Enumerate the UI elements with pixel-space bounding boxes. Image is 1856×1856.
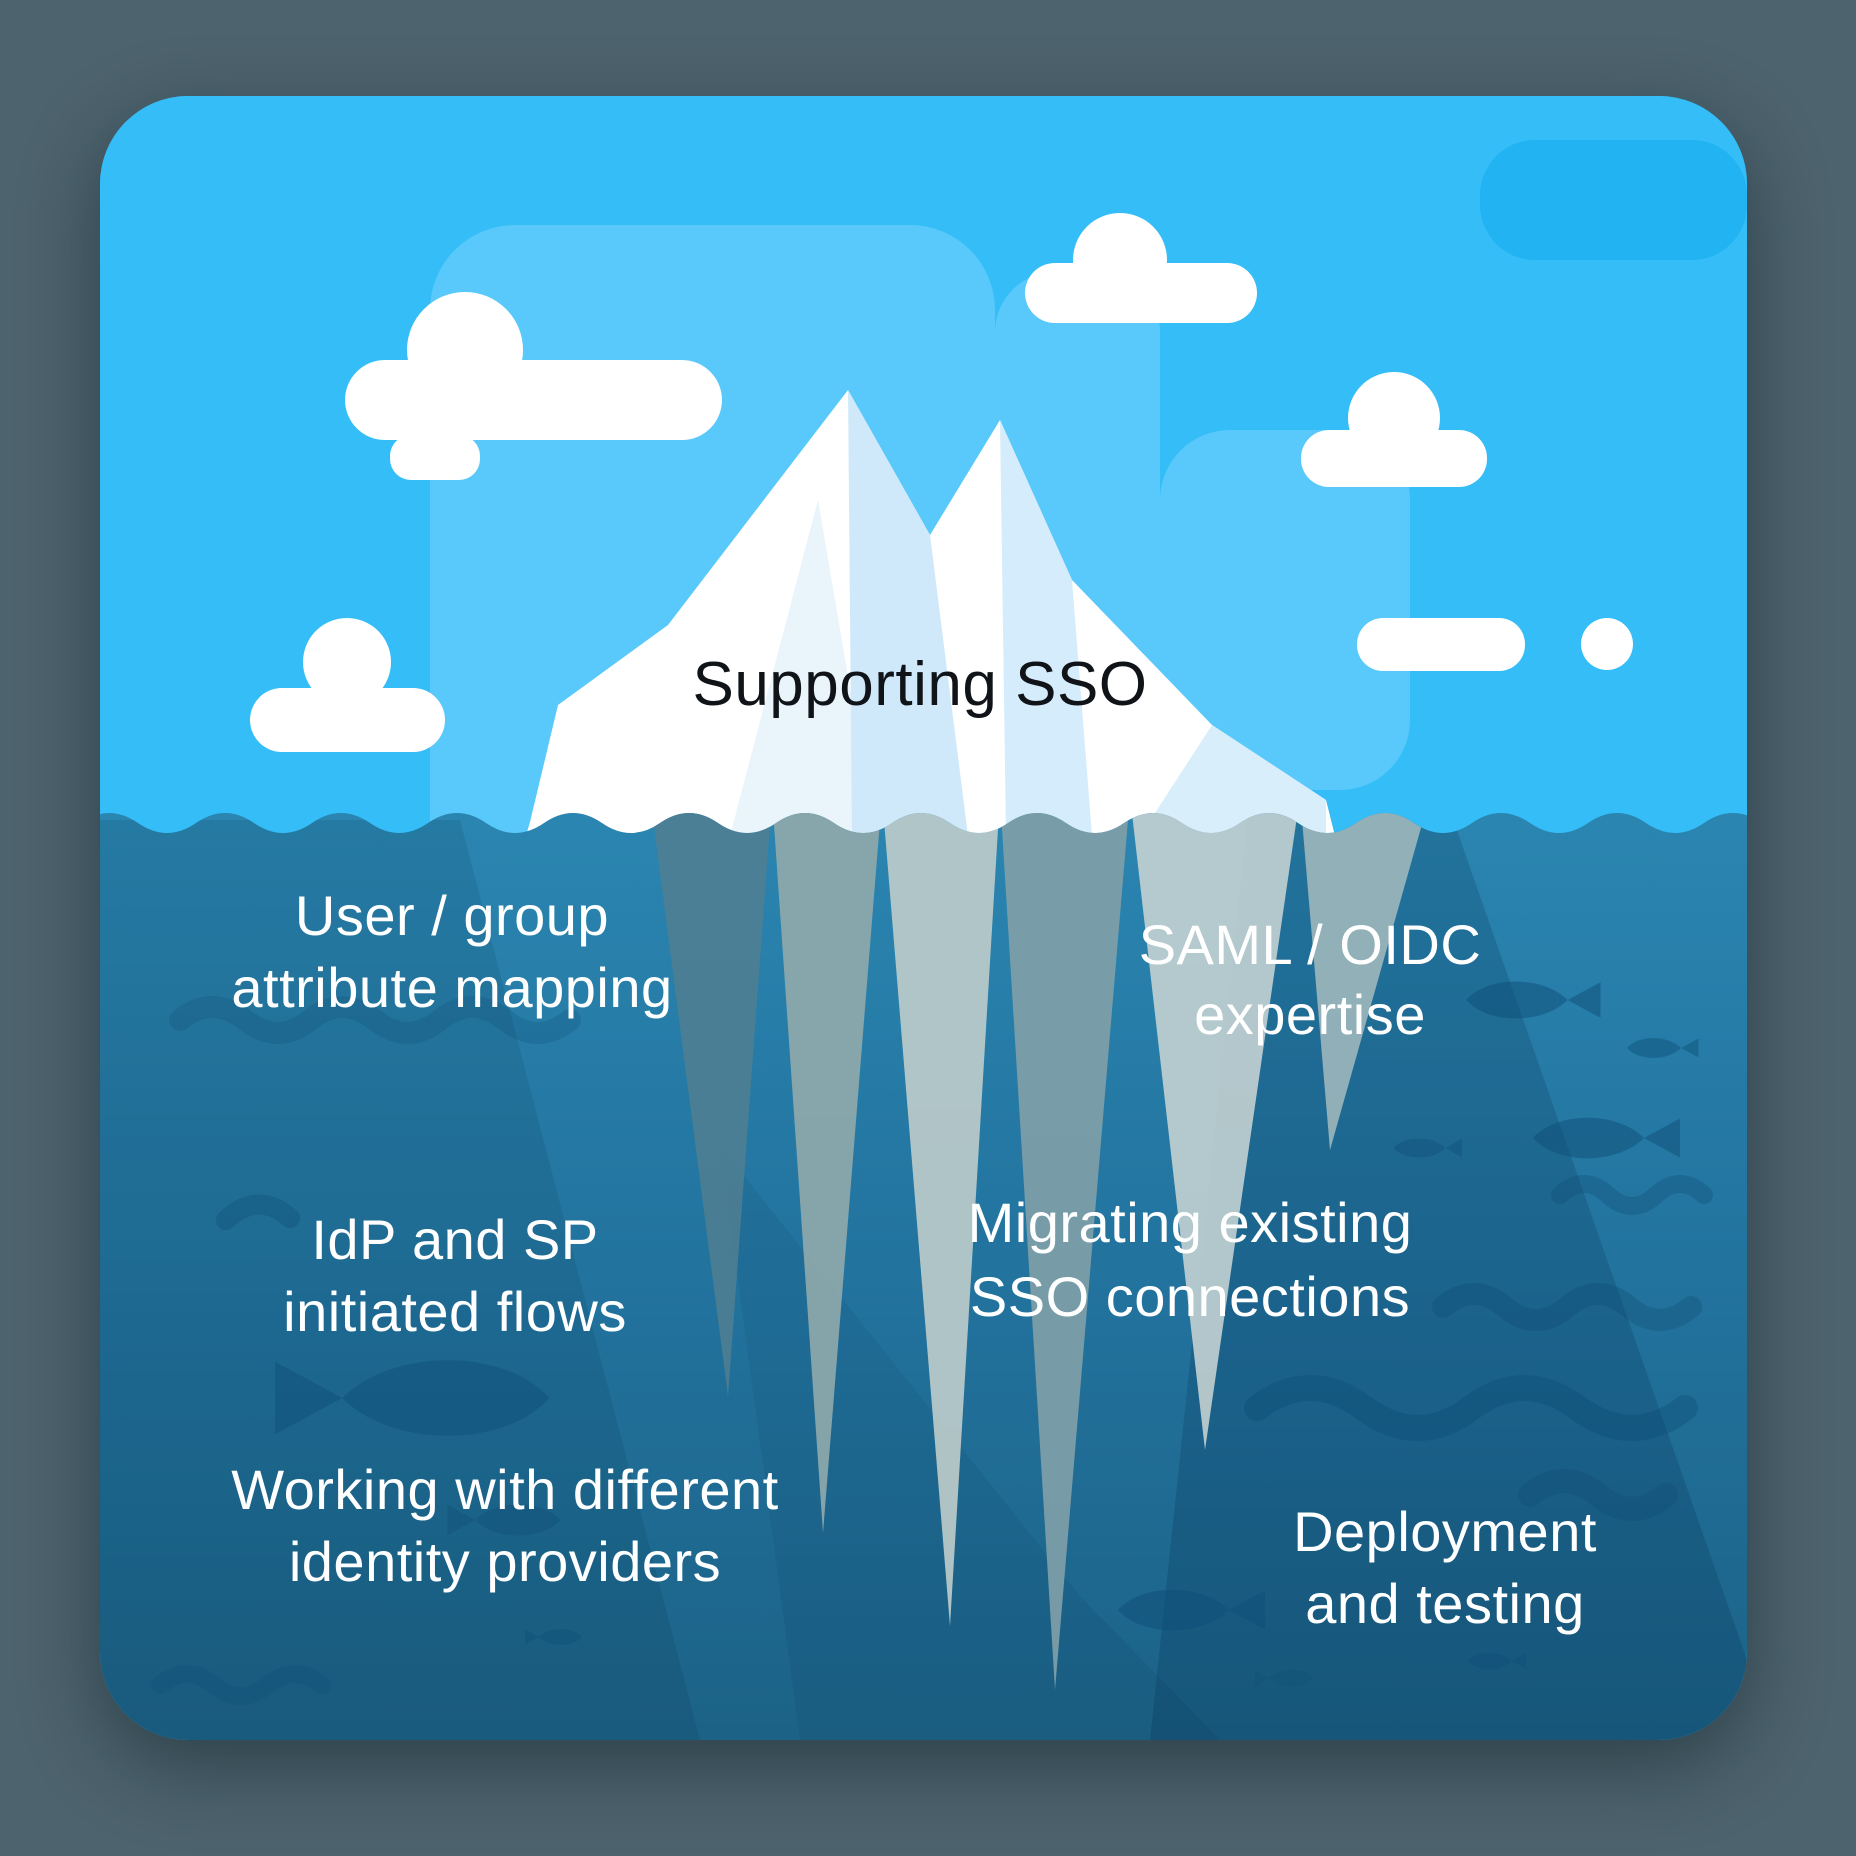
water-shade-left — [100, 820, 700, 1740]
water-shade-right — [1150, 813, 1747, 1740]
label-idp-sp-initiated-flows: IdP and SP initiated flows — [283, 1208, 627, 1343]
cloud-icon — [1301, 372, 1487, 487]
cloud-icon — [1025, 213, 1257, 323]
iceberg-below-water — [650, 813, 1430, 1690]
wave-squiggle-icon — [1518, 1469, 1678, 1521]
sky-accent-blob — [1480, 140, 1747, 260]
wave-squiggle-icon — [169, 996, 581, 1044]
clouds — [250, 213, 1633, 752]
iceberg-infographic-card: Supporting SSO User / group attribute ma… — [100, 96, 1747, 1740]
water-shade-center — [720, 1146, 1220, 1740]
wave-squiggle-icon — [1432, 1283, 1702, 1331]
iceberg-above-water — [520, 390, 1340, 856]
cloud-dot-icon — [1581, 618, 1633, 670]
iceberg-scene — [100, 96, 1747, 1740]
cloud-bar-icon — [1357, 618, 1525, 671]
water — [100, 813, 1747, 1740]
wave-squiggle-icon — [151, 1665, 331, 1705]
wave-squiggle-icon — [1244, 1375, 1698, 1441]
label-saml-oidc-expertise: SAML / OIDC expertise — [1138, 913, 1482, 1046]
label-user-group-attribute-mapping: User / group attribute mapping — [231, 884, 673, 1019]
wave-squiggles — [151, 996, 1713, 1705]
label-migrating-existing-sso-connections: Migrating existing SSO connections — [967, 1191, 1413, 1328]
wave-squiggle-icon — [1551, 1175, 1713, 1215]
cloud-icon — [345, 292, 722, 480]
cloud-icon — [250, 618, 445, 752]
label-deployment-and-testing: Deployment and testing — [1293, 1500, 1597, 1635]
label-working-with-different-identity-providers: Working with different identity provider… — [231, 1458, 779, 1593]
iceberg-title: Supporting SSO — [692, 650, 1148, 719]
wave-squiggle-icon — [216, 1194, 300, 1230]
